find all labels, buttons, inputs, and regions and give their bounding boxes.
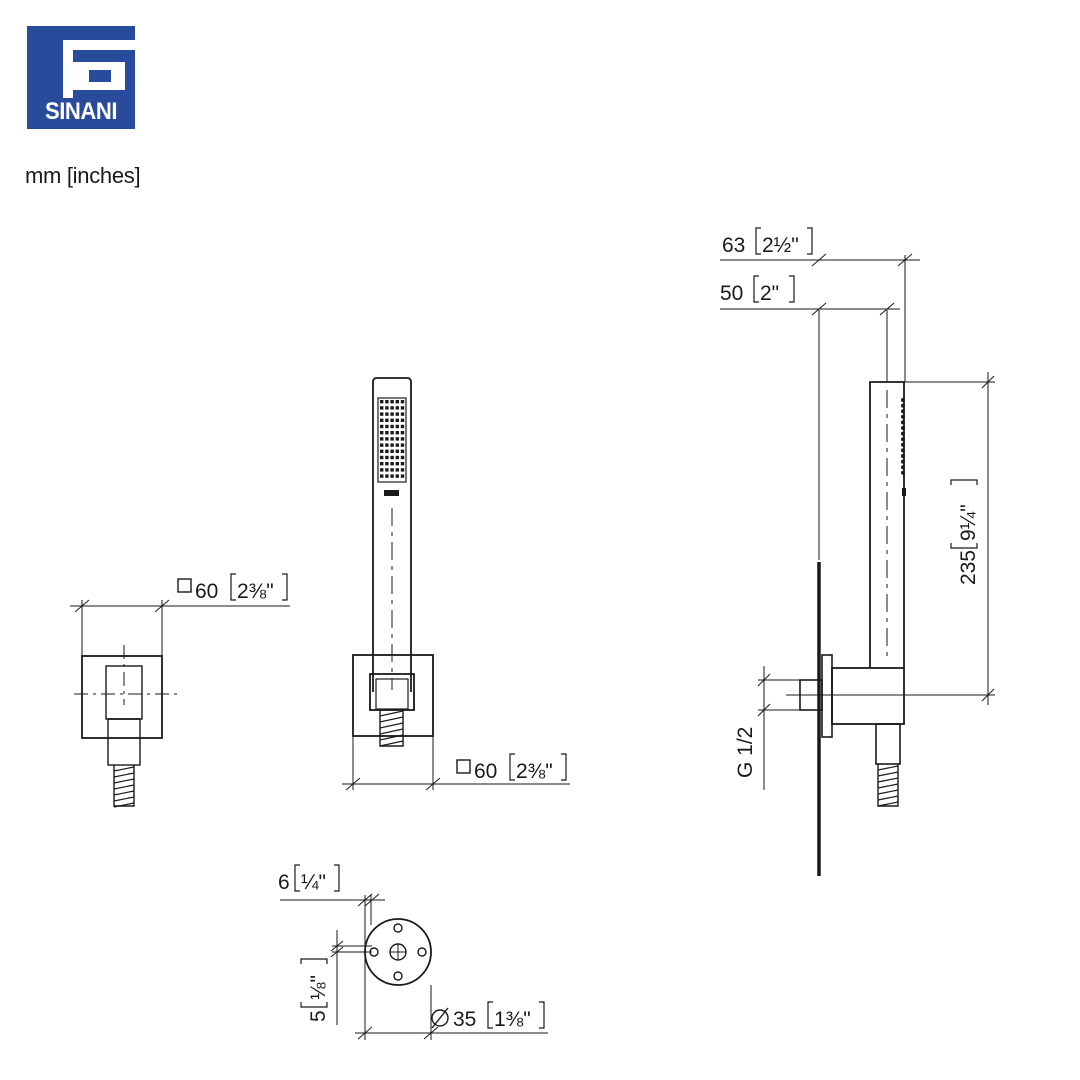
logo-mark-icon: [27, 26, 135, 98]
dim-depth-total: 63 2½": [722, 227, 813, 257]
wall-outlet-rear-view: [280, 893, 548, 1040]
dim-diameter-inch: 1⅜": [494, 1008, 531, 1031]
square-symbol-icon: [177, 578, 192, 593]
dim-square-left: 60 2⅜": [177, 573, 288, 603]
units-label: mm [inches]: [25, 163, 141, 188]
sinani-logo: SINANI: [27, 26, 135, 129]
dim-square-front-mm: 60: [474, 760, 497, 783]
hand-shower-side-view: [720, 253, 995, 876]
dim-offset-mm: 5: [307, 1010, 330, 1022]
diameter-symbol-icon: [431, 1007, 449, 1029]
hand-shower-front-view: [342, 377, 570, 791]
dim-square-front-inch: 2⅜": [516, 760, 553, 783]
dim-height: 235 9¼": [950, 479, 980, 585]
dim-plate-thick-mm: 6: [278, 871, 290, 894]
dim-depth-total-inch: 2½": [762, 234, 799, 257]
dim-square-left-inch: 2⅜": [237, 580, 274, 603]
dim-height-inch: 9¼": [957, 504, 980, 541]
dim-depth-hose: 50 2": [720, 275, 795, 305]
dim-diameter: 35 1⅜": [431, 1001, 545, 1031]
dim-offset-inch: ⅛": [307, 975, 330, 1000]
dim-thread-label: G 1/2: [734, 727, 757, 778]
dim-plate-thick-inch: ¼": [301, 871, 326, 894]
dim-depth-hose-mm: 50: [720, 282, 743, 305]
dim-offset: 5 ⅛": [300, 958, 330, 1022]
dim-diameter-mm: 35: [453, 1008, 476, 1031]
dim-depth-hose-inch: 2": [760, 282, 779, 305]
side-nozzles: [901, 398, 905, 475]
square-symbol-icon: [456, 759, 471, 774]
dim-plate-thick: 6 ¼": [278, 864, 340, 894]
dim-thread: G 1/2: [734, 727, 757, 778]
dim-height-mm: 235: [957, 550, 980, 585]
spray-nozzles: [380, 400, 405, 478]
wall-elbow-front-view: [70, 599, 290, 808]
push-button-icon: [384, 490, 399, 496]
dim-square-front: 60 2⅜": [456, 753, 567, 783]
dim-square-left-mm: 60: [195, 580, 218, 603]
logo-text: SINANI: [44, 98, 118, 125]
dim-depth-total-mm: 63: [722, 234, 745, 257]
